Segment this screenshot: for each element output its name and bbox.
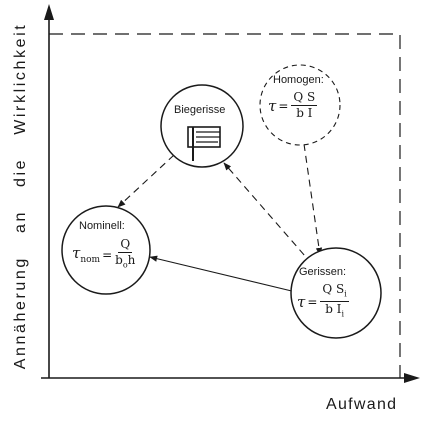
node-nominell-formula: τnom = Q boh bbox=[72, 237, 136, 270]
node-homogen-formula: τ = Q S b I bbox=[268, 90, 318, 120]
crack-pattern-icon bbox=[187, 126, 221, 161]
node-gerissen bbox=[290, 247, 382, 339]
node-homogen-label: Homogen: bbox=[273, 74, 324, 86]
edge-homogen-to-gerissen bbox=[303, 143, 323, 256]
edge-biegerisse-to-nominell bbox=[117, 154, 175, 208]
x-axis-arrowhead bbox=[404, 373, 420, 383]
node-gerissen-label: Gerissen: bbox=[299, 266, 347, 278]
x-axis-label: Aufwand bbox=[326, 396, 398, 413]
edge-gerissen-to-biegerisse bbox=[223, 162, 313, 265]
edge-gerissen-to-nominell bbox=[149, 255, 301, 294]
node-nominell-label: Nominell: bbox=[79, 220, 125, 232]
node-biegerisse bbox=[160, 84, 244, 168]
node-nominell bbox=[61, 205, 151, 295]
node-gerissen-formula: τ = Q Si b Ii bbox=[297, 282, 349, 319]
node-biegerisse-label: Biegerisse bbox=[174, 104, 226, 116]
y-axis-arrowhead bbox=[44, 4, 54, 20]
reality-bound-line bbox=[49, 33, 401, 378]
